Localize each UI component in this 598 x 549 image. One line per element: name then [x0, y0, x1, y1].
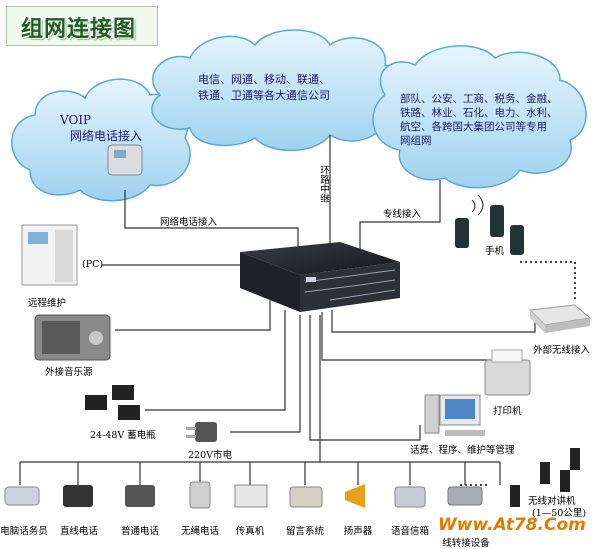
cloud-left-line1: VOIP [60, 113, 92, 127]
cloud-left-line2: 网络电话接入 [70, 129, 143, 143]
cloud-right-text: 部队、公安、工商、税务、金融、 铁路、林业、石化、电力、水利、 航空、各跨国大集… [400, 92, 558, 148]
page-title: 组网连接图 [21, 17, 137, 42]
cloud-right-line1: 部队、公安、工商、税务、金融、 [400, 93, 558, 105]
remote-maintenance-label: 远程维护 [28, 298, 67, 309]
bottom-devices [4, 481, 483, 509]
cloud-center-text: 电信、网通、移动、联通、 铁通、卫通等各大通信公司 [198, 72, 330, 104]
printer-label: 打印机 [493, 406, 522, 417]
relay-link-label: 环路中继 [318, 165, 329, 203]
bottom-label-fax: 传真机 [235, 526, 265, 537]
bottom-label-direct-phone: 直线电话 [59, 526, 98, 537]
cloud-right-line2: 铁路、林业、石化、电力、水利、 [400, 107, 558, 119]
voip-link-label: 网络电话接入 [160, 217, 218, 228]
radio-label: 无线对讲机 [528, 496, 576, 507]
remote-maintenance-device [21, 224, 78, 286]
pc-mgmt-label: 话费、程序、维护等管理 [410, 445, 515, 456]
cloud-center-line2: 铁通、卫通等各大通信公司 [198, 89, 330, 102]
cloud-left-text: VOIP 网络电话接入 [60, 112, 142, 144]
pc-tag-label: (PC) [82, 259, 104, 270]
printer-device [484, 349, 531, 396]
cloud-right-line4: 网组网 [400, 135, 432, 147]
radio-count-label: (1—50公里) [532, 508, 587, 519]
bottom-label-voice-mailbox: 语音信箱 [390, 526, 429, 537]
music-source-device [34, 314, 111, 361]
power-plug-device [186, 422, 217, 442]
pbx-switch-box [240, 242, 400, 312]
wireless-label: 外部无线接入 [533, 345, 591, 356]
wireless-dotted-link [520, 261, 576, 300]
battery-device [85, 385, 140, 420]
walkie-talkie-devices [510, 448, 580, 507]
private-link-label: 专线接入 [383, 209, 422, 220]
title-box: 组网连接图 [6, 6, 158, 46]
mobile-label: 手机 [485, 246, 505, 257]
watermark: Www.At78.Com [438, 515, 586, 535]
bottom-label-voicemail-system: 留言系统 [285, 526, 324, 537]
connection-lines [19, 135, 536, 485]
mobile-phones [455, 194, 524, 255]
bottom-label-transfer-device: 线转接设备 [442, 538, 490, 549]
pc-device [424, 394, 485, 436]
cloud-right-line3: 航空、各跨国大集团公司等专用 [400, 121, 547, 133]
bottom-label-ordinary-phone: 普通电话 [120, 526, 159, 537]
wireless-router-device [528, 304, 592, 333]
voip-phone-device [107, 144, 143, 176]
bottom-label-operator: 电脑话务员 [0, 526, 48, 537]
cloud-center-line1: 电信、网通、移动、联通、 [198, 73, 330, 86]
bottom-label-speaker: 扬声器 [343, 526, 373, 537]
power-label: 220V市电 [188, 450, 232, 461]
cloud-right [372, 45, 587, 189]
music-source-label: 外接音乐源 [45, 367, 93, 378]
bottom-label-cordless-phone: 无绳电话 [180, 526, 219, 537]
battery-label: 24-48V 蓄电瓶 [90, 430, 156, 441]
